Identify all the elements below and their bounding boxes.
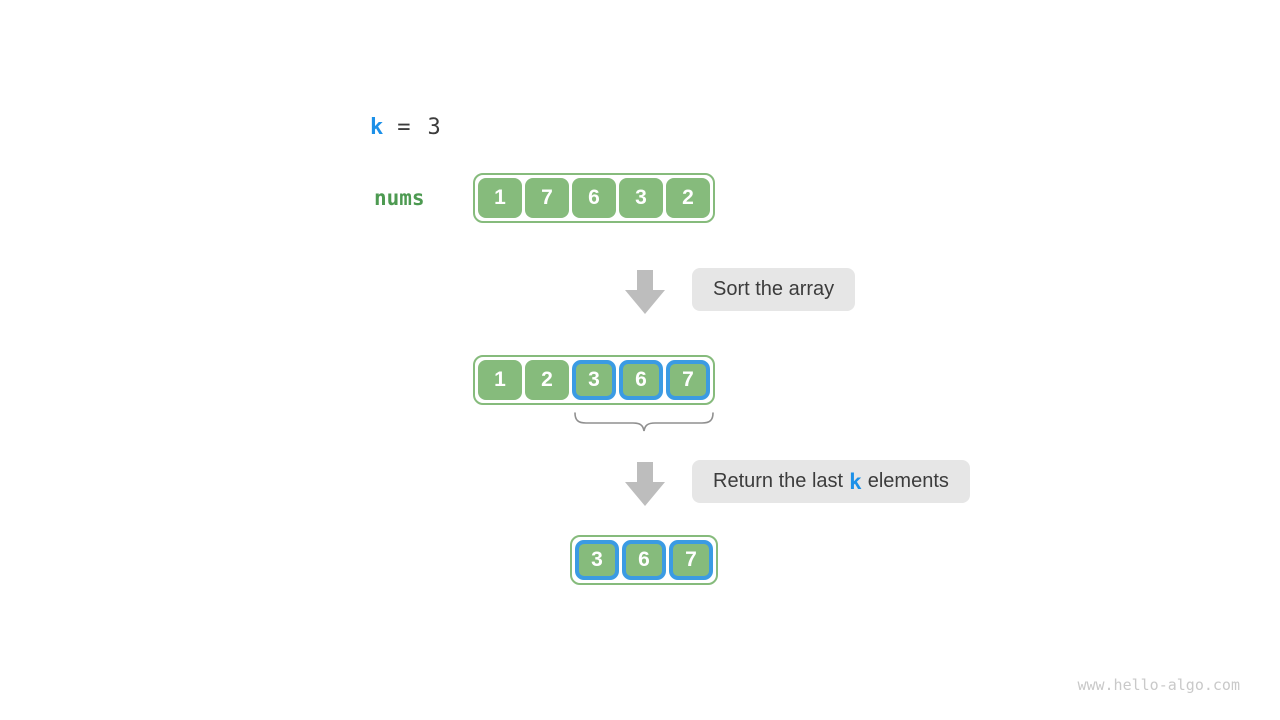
array-cell: 1 <box>478 178 522 218</box>
equals-sign: = <box>397 115 411 140</box>
sort-step-label-text: Sort the array <box>713 278 835 300</box>
cell-value: 6 <box>638 548 650 571</box>
return-step-label-prefix: Return the last <box>713 470 844 492</box>
array-cell: 6 <box>619 360 663 400</box>
underbrace <box>574 412 714 432</box>
cell-value: 2 <box>541 368 553 391</box>
array-cell: 7 <box>666 360 710 400</box>
down-arrow-icon <box>625 462 665 506</box>
cell-value: 3 <box>591 548 603 571</box>
cell-value: 2 <box>682 186 694 209</box>
nums-label: nums <box>374 186 425 210</box>
k-value: 3 <box>427 115 441 140</box>
array-result: 3 6 7 <box>570 535 718 585</box>
array-cell: 7 <box>525 178 569 218</box>
array-cell: 2 <box>666 178 710 218</box>
watermark: www.hello-algo.com <box>1077 676 1240 694</box>
array-cell: 3 <box>572 360 616 400</box>
k-variable-inline: k <box>849 469 862 494</box>
cell-value: 6 <box>588 186 600 209</box>
array-cell: 7 <box>669 540 713 580</box>
return-step-label-suffix: elements <box>867 470 949 492</box>
k-assignment: k = 3 <box>370 114 441 142</box>
sort-step-label: Sort the array <box>692 268 856 311</box>
array-cell: 3 <box>619 178 663 218</box>
array-original: 1 7 6 3 2 <box>473 173 715 223</box>
array-cell: 2 <box>525 360 569 400</box>
array-cell: 3 <box>575 540 619 580</box>
k-variable: k <box>370 115 384 140</box>
array-cell: 1 <box>478 360 522 400</box>
cell-value: 7 <box>682 368 694 391</box>
cell-value: 7 <box>541 186 553 209</box>
cell-value: 6 <box>635 368 647 391</box>
cell-value: 1 <box>494 186 506 209</box>
cell-value: 3 <box>635 186 647 209</box>
cell-value: 1 <box>494 368 506 391</box>
array-cell: 6 <box>572 178 616 218</box>
array-cell: 6 <box>622 540 666 580</box>
cell-value: 3 <box>588 368 600 391</box>
cell-value: 7 <box>685 548 697 571</box>
array-sorted: 1 2 3 6 7 <box>473 355 715 405</box>
down-arrow-icon <box>625 270 665 314</box>
